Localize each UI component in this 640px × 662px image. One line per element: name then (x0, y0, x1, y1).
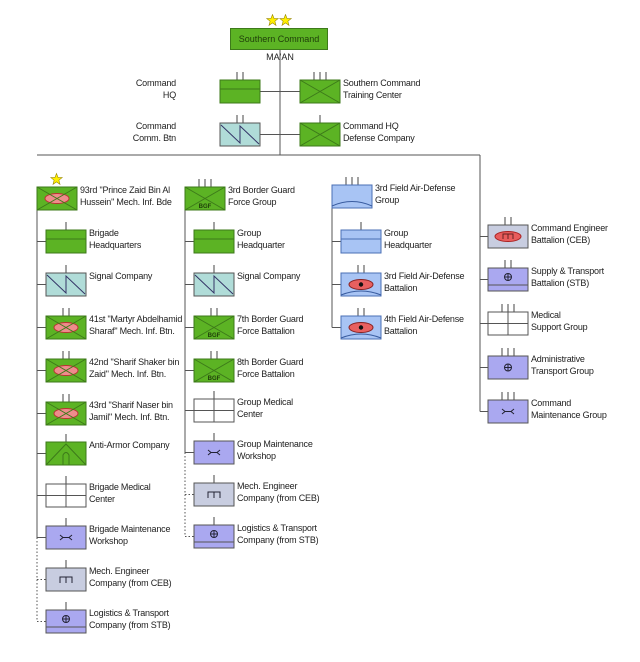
medical-unit-symbol-icon (45, 476, 87, 508)
transport2-unit-symbol-icon (487, 260, 529, 292)
maint-unit-symbol-icon (45, 518, 87, 550)
unit-label: Brigade Maintenance Workshop (89, 524, 171, 546)
unit-label: Command Maintenance Group (531, 398, 607, 420)
unit-label: 3rd Field Air-Defense Battalion (384, 271, 465, 293)
unit-label: Group Medical Center (237, 397, 293, 419)
signal-unit-symbol-icon (193, 265, 235, 297)
maint-unit-symbol-icon (487, 392, 529, 424)
star-icon (265, 13, 280, 27)
svg-text:BGF: BGF (208, 376, 221, 382)
transport-unit-symbol-icon (487, 348, 529, 380)
unit-label: Logistics & Transport Company (from STB) (237, 523, 319, 545)
unit-label: Logistics & Transport Company (from STB) (89, 608, 171, 630)
unit-label: Command HQ Defense Company (343, 121, 415, 143)
unit-label: Command Comm. Btn (132, 121, 176, 143)
transport2-unit-symbol-icon (45, 602, 87, 634)
unit-label: Group Headquarter (237, 228, 285, 250)
unit-label: 4th Field Air-Defense Battalion (384, 314, 464, 336)
unit-label: Command Engineer Battalion (CEB) (531, 223, 608, 245)
unit-label: Supply & Transport Battalion (STB) (531, 266, 604, 288)
unit-label: Medical Support Group (531, 310, 588, 332)
southern-command-box[interactable]: Southern Command (230, 28, 328, 50)
ceb-unit-symbol-icon (487, 217, 529, 249)
bgf-unit-symbol-icon: BGF (184, 179, 226, 211)
mech-unit-symbol-icon (45, 308, 87, 340)
adhq-unit-symbol-icon (340, 222, 382, 254)
antiarmor-unit-symbol-icon (45, 434, 87, 466)
transport2-unit-symbol-icon (193, 517, 235, 549)
unit-label: Signal Company (89, 271, 153, 281)
engineer-unit-symbol-icon (45, 560, 87, 592)
unit-label: Brigade Headquarters (89, 228, 142, 250)
unit-label: Command HQ (135, 78, 176, 100)
mech-unit-symbol-icon (45, 394, 87, 426)
unit-label: Mech. Engineer Company (from CEB) (89, 566, 172, 588)
mech-unit-symbol-icon (36, 186, 78, 211)
unit-label: 7th Border Guard Force Battalion (237, 314, 304, 336)
unit-label: Signal Company (237, 271, 301, 281)
signal-unit-symbol-icon (219, 115, 261, 147)
unit-label: Mech. Engineer Company (from CEB) (237, 481, 320, 503)
unit-label: Anti-Armor Company (89, 440, 170, 450)
unit-label: 3rd Field Air-Defense Group (375, 183, 456, 205)
star-icon (49, 172, 64, 186)
unit-label: 3rd Border Guard Force Group (228, 185, 295, 207)
ad-unit-symbol-icon (331, 177, 373, 209)
medical-unit-symbol-icon (193, 391, 235, 423)
rank-stars (49, 172, 64, 191)
star-icon (278, 13, 293, 27)
unit-label: Group Headquarter (384, 228, 432, 250)
svg-text:BGF: BGF (199, 204, 212, 210)
inf-unit-symbol-icon (299, 72, 341, 104)
mech-unit-symbol-icon (45, 351, 87, 383)
unit-label: Administrative Transport Group (531, 354, 594, 376)
unit-label: 93rd "Prince Zaid Bin Al Hussein" Mech. … (80, 185, 172, 207)
unit-label: Brigade Medical Center (89, 482, 151, 504)
adbn-unit-symbol-icon (340, 308, 382, 340)
signal-unit-symbol-icon (45, 265, 87, 297)
bgf-unit-symbol-icon: BGF (193, 351, 235, 383)
unit-label: 41st "Martyr Abdelhamid Sharaf" Mech. In… (89, 314, 183, 336)
unit-label: Group Maintenance Workshop (237, 439, 313, 461)
inf-unit-symbol-icon (299, 115, 341, 147)
adbn-unit-symbol-icon (340, 265, 382, 297)
hq-unit-symbol-icon (219, 72, 261, 104)
engineer-unit-symbol-icon (193, 475, 235, 507)
medical-unit-symbol-icon (487, 304, 529, 336)
bgf-unit-symbol-icon: BGF (193, 308, 235, 340)
maint-unit-symbol-icon (193, 433, 235, 465)
rank-stars (265, 13, 293, 32)
svg-text:BGF: BGF (208, 333, 221, 339)
unit-label: 42nd "Sharif Shaker bin Zaid" Mech. Inf.… (89, 357, 180, 379)
unit-label: Southern Command Training Center (343, 78, 421, 100)
unit-label: 8th Border Guard Force Battalion (237, 357, 304, 379)
unit-label: 43rd "Sharif Naser bin Jamil" Mech. Inf.… (89, 400, 173, 422)
hq-unit-symbol-icon (45, 222, 87, 254)
hq-unit-symbol-icon (193, 222, 235, 254)
command-location: MA'AN (266, 52, 294, 62)
